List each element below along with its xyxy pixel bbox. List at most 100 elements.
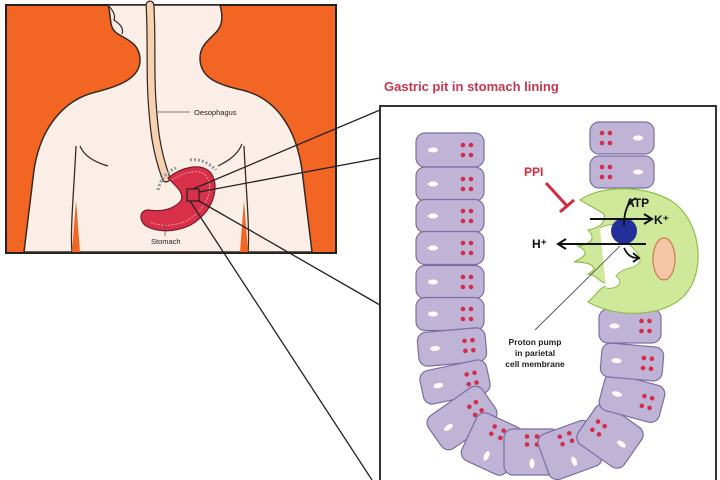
h-ion-label: H⁺: [532, 237, 547, 251]
secretory-granule: [599, 174, 605, 180]
cell-nucleus: [617, 440, 626, 448]
epithelial-cell: [589, 155, 655, 189]
secretory-granule: [472, 412, 478, 418]
cell-nucleus: [428, 245, 438, 251]
secretory-granule: [595, 419, 601, 424]
atp-arrow: [623, 197, 637, 227]
k-ion-label: K⁺: [654, 213, 669, 227]
secretory-granule: [649, 356, 655, 362]
ppi-label: PPI: [524, 165, 543, 179]
proton-pump-label-line-2: in parietal: [515, 348, 555, 358]
proton-pump: [611, 218, 637, 244]
zoom-line-1: [192, 109, 381, 190]
secretory-granule: [460, 152, 466, 158]
cell-nucleus: [609, 323, 620, 329]
secretory-granule: [468, 306, 474, 312]
magnification-lines: [189, 109, 381, 480]
secretory-granule: [607, 130, 613, 136]
secretory-granule: [599, 130, 605, 136]
k-ion-arrowhead: [643, 213, 654, 225]
face-outline: [107, 4, 124, 35]
proton-pump-label: Proton pump in parietal cell membrane: [505, 337, 565, 369]
secretory-granule: [488, 431, 494, 437]
cell-membrane: [598, 308, 662, 344]
stomach-lining: [149, 171, 210, 226]
secretory-granule: [468, 316, 474, 322]
secretory-granule: [464, 372, 469, 377]
stomach-label: Stomach: [151, 237, 181, 246]
secretory-granule: [596, 432, 602, 437]
zoom-line-3: [198, 200, 381, 306]
gastric-pit-title: Gastric pit in stomach lining: [384, 79, 559, 94]
cell-membrane: [589, 121, 655, 155]
cell-membrane: [415, 230, 485, 266]
secretory-granule: [640, 365, 646, 371]
secretory-granule: [474, 380, 479, 385]
cell-membrane: [415, 296, 485, 332]
ppi-inhibition-bar: [559, 198, 575, 214]
secretory-granule: [460, 218, 466, 224]
cell-membrane: [415, 198, 485, 234]
epithelial-cell: [415, 132, 485, 168]
cell-membrane: [415, 264, 485, 300]
secretory-granule: [534, 434, 540, 439]
left-arm-line: [70, 145, 77, 253]
secretory-granule: [607, 174, 613, 180]
secretory-granule: [468, 240, 474, 246]
secretory-granule: [468, 186, 474, 192]
secretory-granule: [460, 186, 466, 192]
secretory-granule: [460, 306, 466, 312]
secretory-granule: [639, 403, 645, 409]
cell-nucleus: [428, 279, 438, 285]
cell-nucleus: [444, 423, 453, 431]
secretory-granule: [557, 434, 563, 439]
secretory-granule: [647, 328, 652, 334]
epithelial-cell: [415, 264, 485, 300]
secretory-granule: [639, 328, 644, 334]
secretory-granule: [560, 441, 565, 447]
secretory-granule: [599, 164, 605, 170]
cell-membrane: [416, 327, 488, 367]
epithelial-cell: [426, 385, 498, 451]
ppi-inhibition-line: [544, 181, 570, 209]
secretory-granule: [647, 318, 652, 324]
secretory-granule: [460, 274, 466, 280]
secretory-granule: [468, 152, 474, 158]
oesophagus-label: Oesophagus: [194, 108, 237, 117]
secretory-granule: [649, 395, 655, 401]
parietal-cell: ATP K⁺ H⁺: [532, 188, 699, 314]
right-collarbone: [217, 143, 243, 167]
secretory-granule: [472, 370, 477, 376]
adp-arrow: [623, 247, 639, 259]
secretory-granule: [599, 140, 605, 146]
secretory-granule: [468, 208, 474, 214]
secretory-granule: [460, 284, 466, 290]
nucleus: [652, 237, 676, 281]
secretory-granule: [471, 347, 476, 353]
secretory-granule: [566, 430, 572, 436]
secretory-granule: [462, 338, 467, 344]
secretory-granule: [460, 240, 466, 246]
cell-nucleus: [433, 382, 444, 389]
cell-nucleus: [483, 451, 490, 461]
cell-nucleus: [611, 358, 622, 364]
epithelial-cell: [599, 342, 665, 382]
cell-membrane: [599, 342, 665, 382]
proton-pump-leader: [534, 245, 621, 331]
epithelial-cell: [598, 308, 662, 344]
secretory-granule: [468, 284, 474, 290]
cell-nucleus: [571, 456, 578, 467]
secretory-granule: [463, 348, 468, 354]
secretory-granule: [607, 164, 613, 170]
cell-nucleus: [633, 135, 643, 141]
secretory-granule: [467, 404, 472, 410]
secretory-granule: [460, 316, 466, 322]
cell-nucleus: [633, 169, 643, 175]
secretory-granule: [641, 355, 647, 361]
proton-pump-label-line-3: cell membrane: [505, 359, 565, 369]
stomach: [140, 166, 216, 232]
epithelial-cell: [415, 198, 485, 234]
epithelial-cell: [416, 327, 488, 367]
secretory-granule: [468, 142, 474, 148]
